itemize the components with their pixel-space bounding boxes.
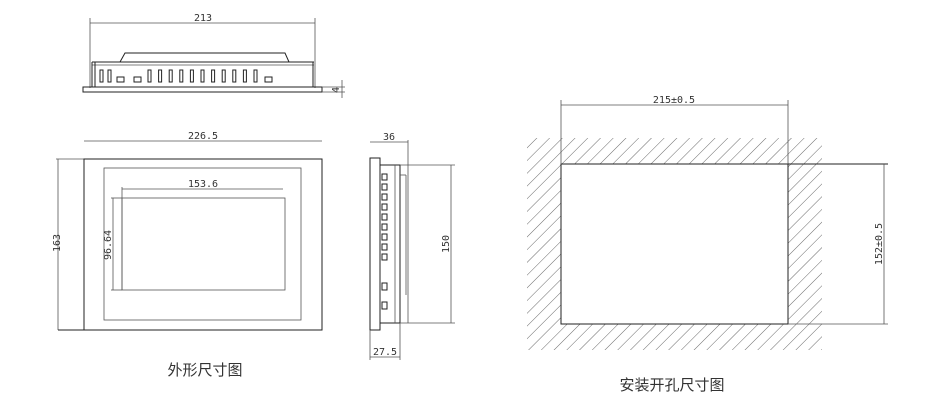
slot [381,213,388,221]
outline-caption: 外形尺寸图 [167,361,242,379]
slot [381,193,388,201]
dim-label-213: 213 [194,13,212,24]
slot [381,233,388,241]
slot [158,69,163,83]
dim-label-152: 152±0.5 [874,223,885,265]
slot [107,69,112,83]
slot [381,223,388,231]
panel-hatch [527,138,822,350]
slot [242,69,247,83]
dim-label-226-5: 226.5 [188,131,218,142]
slot [381,253,388,261]
dim-label-36: 36 [383,132,395,143]
cutout-hole [560,163,789,325]
inner-bezel [103,167,302,321]
top-view: 213 4 [82,13,345,98]
cutout-caption: 安装开孔尺寸图 [619,376,724,394]
dim-label-215: 215±0.5 [653,95,695,106]
dim-label-163: 163 [52,234,63,252]
slot [211,69,216,83]
slot [381,243,388,251]
slot [200,69,205,83]
slot [381,282,388,291]
slot [147,69,152,83]
slot [381,301,388,310]
slot [253,69,258,83]
slot [381,173,388,181]
slot [168,69,173,83]
slot [179,69,184,83]
slot [381,203,388,211]
cutout-view: 215±0.5 152±0.5 安装开孔尺寸图 [527,95,888,394]
slot [221,69,226,83]
slot [99,69,104,83]
dim-label-4: 4 [331,87,342,93]
slot [381,183,388,191]
dim-label-27-5: 27.5 [373,347,397,358]
slot [232,69,237,83]
slot [189,69,194,83]
slot [133,76,142,83]
side-view: 36 150 27.5 [369,132,455,360]
dim-label-150: 150 [441,235,452,253]
screen-area [121,197,286,291]
side-connector-slots [381,173,388,310]
bezel-outline [83,158,323,331]
slot [264,76,273,83]
dim-label-96-64: 96.64 [103,230,114,260]
slot [116,76,125,83]
front-view: 226.5 163 153.6 96.64 外形尺寸图 [52,131,323,379]
dim-label-153-6: 153.6 [188,179,218,190]
connector-slots [99,69,273,83]
